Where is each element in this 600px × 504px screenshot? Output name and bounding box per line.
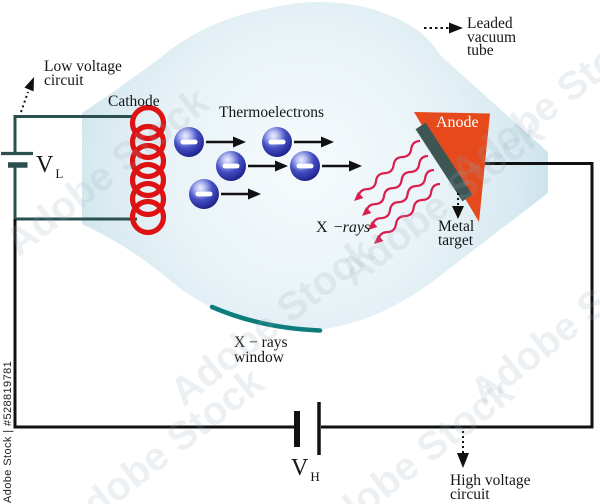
xrays-word: rays <box>342 219 371 236</box>
low-voltage-line1: Low voltage <box>44 58 122 75</box>
watermark-file-id: Adobe Stock | #528819781 <box>2 360 14 503</box>
cathode-label: Cathode <box>108 93 160 110</box>
leaded-line2: vacuum <box>467 28 517 46</box>
low-voltage-pointer-arrow <box>20 77 34 113</box>
battery-vh <box>294 402 321 455</box>
xrays-label: X−rays <box>316 219 371 236</box>
vh-symbol: V <box>291 455 309 481</box>
leaded-line1: Leaded <box>467 15 513 32</box>
xray-window-line2: window <box>234 348 284 366</box>
metal-target-pointer-arrow <box>452 193 464 219</box>
high-voltage-line2: circuit <box>450 486 490 503</box>
xray-window-line1: X − rays <box>234 334 288 351</box>
leaded-tube-pointer-arrow <box>424 22 463 34</box>
high-voltage-circuit-wires <box>13 162 594 429</box>
xray-window-label: X − rays window <box>234 334 288 366</box>
high-voltage-line1: High voltage <box>450 472 531 489</box>
vl-subscript: L <box>55 166 64 181</box>
vl-symbol: V <box>36 152 54 178</box>
anode-label: Anode <box>436 114 479 131</box>
low-voltage-circuit-label: Low voltage circuit <box>44 58 122 89</box>
high-voltage-circuit-label: High voltage circuit <box>450 472 531 503</box>
xrays-x: X <box>316 219 328 236</box>
xrays-minus: − <box>333 219 343 236</box>
metal-target-line1: Metal <box>438 218 475 235</box>
thermoelectrons-label: Thermoelectrons <box>219 104 325 121</box>
vh-subscript: H <box>310 469 320 484</box>
cathode-coil <box>129 104 167 236</box>
metal-target-bar <box>415 122 473 202</box>
metal-target-line2: target <box>438 231 474 249</box>
leaded-vacuum-tube-label: Leaded vacuum tube <box>467 15 517 59</box>
leaded-line3: tube <box>467 42 494 59</box>
pointer-arrows <box>20 22 469 468</box>
battery-vl <box>1 151 33 168</box>
metal-target-label: Metal target <box>438 218 475 249</box>
low-voltage-line2: circuit <box>44 72 84 89</box>
xray-window-arc <box>209 304 323 333</box>
high-voltage-pointer-arrow <box>457 431 469 468</box>
